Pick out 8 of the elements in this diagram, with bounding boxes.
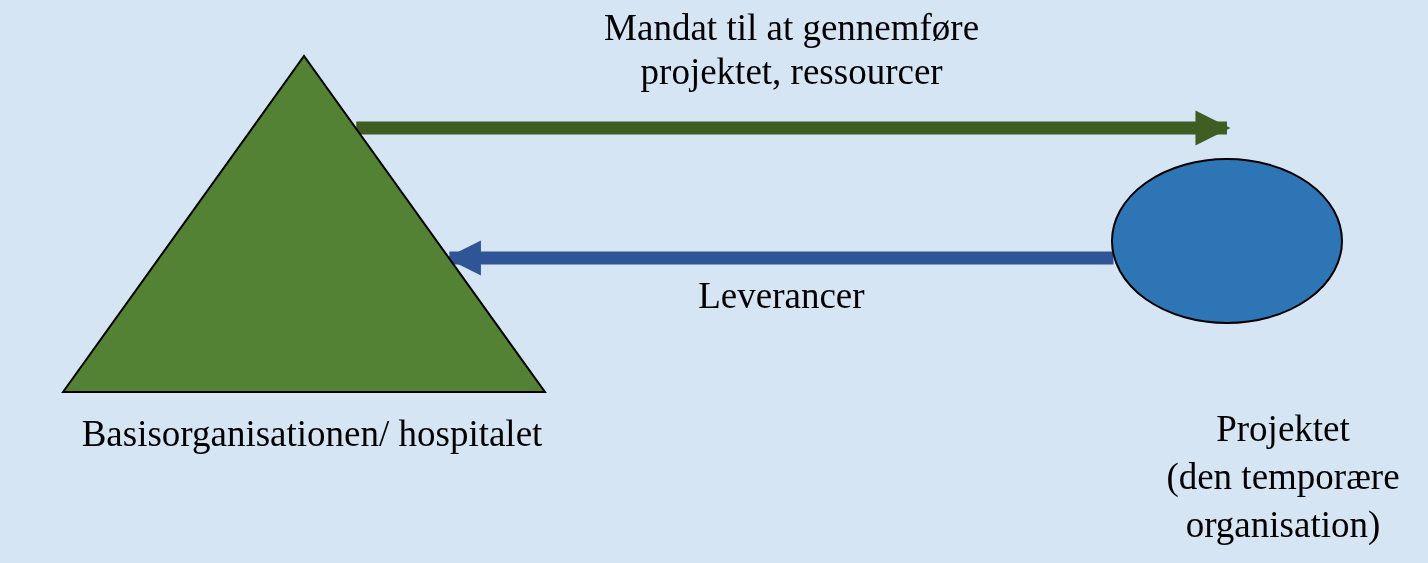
ellipse-shape: [1111, 158, 1343, 324]
node-caption: Basisorganisationen/ hospitalet: [80, 412, 544, 456]
triangle-shape: [61, 54, 547, 393]
arrow: [356, 110, 1231, 146]
node-caption: (den temporære organisation): [1165, 455, 1401, 547]
edge-label: Leverancer: [697, 274, 866, 318]
node-caption: Projektet: [1215, 407, 1351, 451]
edge-label: Mandat til at gennemføre projektet, ressourcer: [603, 6, 981, 94]
